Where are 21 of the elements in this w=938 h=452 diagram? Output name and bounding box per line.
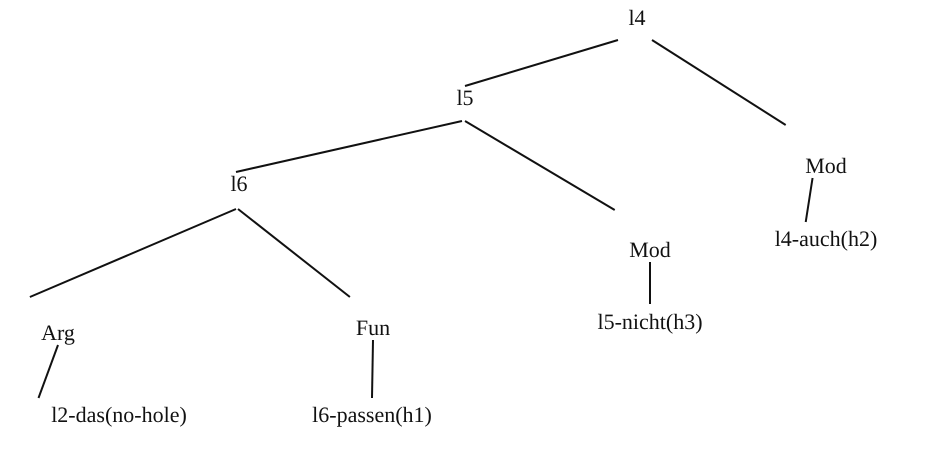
tree-node-label: Mod [629,238,671,262]
tree-node-label: Fun [356,316,390,340]
tree-node-label: l5 [456,86,474,110]
tree-branch-line [649,262,651,304]
tree-branch-line [237,208,351,298]
tree-branch-line [38,344,59,398]
tree-branch-line [651,39,786,126]
tree-branch-line [371,340,374,398]
tree-branch-line [804,178,814,222]
tree-node-label: l4-auch(h2) [774,227,878,251]
tree-node-label: l6-passen(h1) [312,403,432,427]
tree-branch-line [464,39,618,87]
tree-node-label: l6 [230,172,248,196]
tree-branch-line [236,120,462,173]
tree-node-label: Arg [41,321,75,345]
tree-node-label: Mod [805,154,847,178]
tree-node-label: l5-nicht(h3) [597,310,703,334]
tree-node-label: l2-das(no-hole) [51,403,187,427]
tree-node-label: l4 [628,6,646,30]
tree-branch-line [29,208,236,298]
tree-branch-line [464,120,616,211]
